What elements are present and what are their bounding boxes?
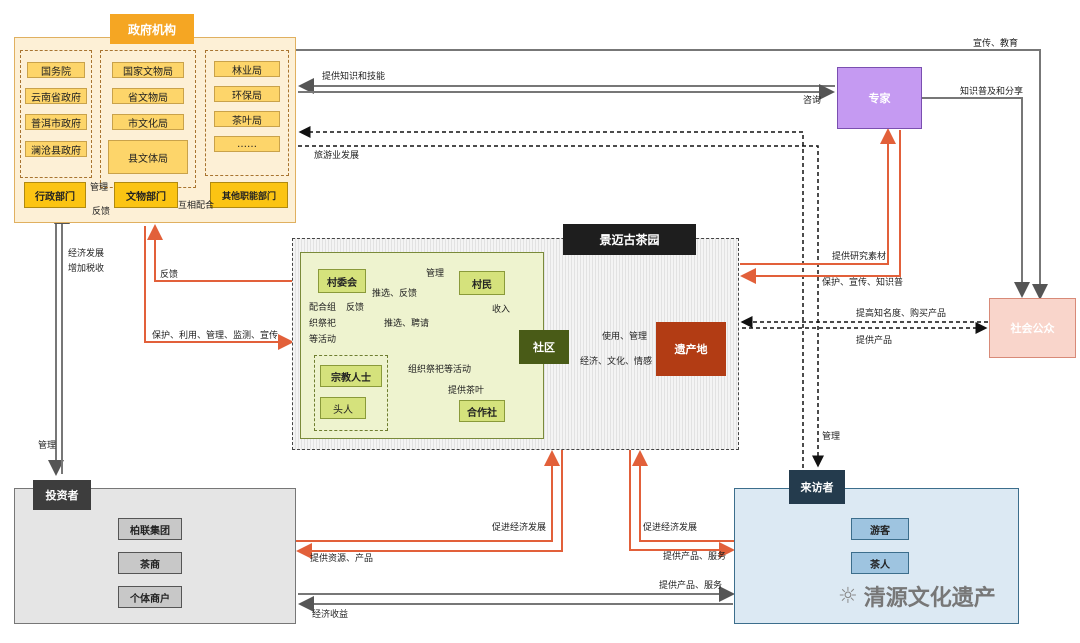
dept-admin: 行政部门 (24, 182, 86, 208)
lbl-provide-products: 提供产品 (856, 336, 893, 346)
watermark: ☼ 清源文化遗产 (838, 580, 996, 612)
edge-share (922, 97, 1030, 298)
dept-other: 其他职能部门 (210, 182, 288, 208)
gov-item-national-relic: 国家文物局 (112, 62, 184, 78)
religious-people: 宗教人士 (320, 365, 382, 387)
gov-lbl-manage: 管理 (90, 183, 109, 193)
lbl-propaganda: 宣传、教育 (973, 39, 1019, 49)
visitor-tea-person: 茶人 (851, 552, 909, 574)
gov-item-environment: 环保局 (214, 86, 280, 102)
watermark-text: 清源文化遗产 (863, 586, 996, 611)
gov-col3 (205, 50, 289, 176)
lbl-research: 提供研究素材 (832, 252, 887, 262)
religious-group (314, 355, 388, 431)
lbl-eco-dev: 经济发展 (68, 249, 105, 259)
dept-relic: 文物部门 (114, 182, 178, 208)
gov-item-puer: 普洱市政府 (25, 114, 87, 130)
lbl-feedback-orange: 反馈 (160, 270, 179, 280)
investor-title: 投资者 (33, 480, 91, 510)
edge-promote-eco-left (296, 450, 560, 542)
gov-title: 政府机构 (110, 14, 194, 44)
edge-visitor-manage (298, 145, 824, 468)
gov-item-city-culture: 市文化局 (112, 114, 184, 130)
lbl-promote-eco-left: 促进经济发展 (492, 523, 547, 533)
lbl-share: 知识普及和分享 (960, 87, 1024, 97)
lbl-consult: 咨询 (803, 96, 822, 106)
lbl-tourism: 旅游业发展 (314, 151, 360, 161)
lbl-eco-culture: 经济、文化、情感 (580, 357, 653, 367)
lbl-fb-inner: 反馈 (346, 303, 365, 313)
edge-protect-promote (740, 130, 901, 284)
lbl-resources: 提供资源、产品 (310, 554, 374, 564)
community-node: 社区 (519, 330, 569, 364)
edge-propaganda (296, 49, 1048, 300)
lbl-cw-recommend: 推选、反馈 (372, 289, 418, 299)
lbl-manage-left: 管理 (38, 441, 57, 451)
lbl-org-2: 织祭祀 (309, 319, 337, 329)
gov-item-state-council: 国务院 (27, 62, 85, 78)
expert-node: 专家 (837, 67, 922, 129)
edge-resources (296, 450, 563, 559)
lbl-cw-manage: 管理 (426, 269, 445, 279)
lbl-use-manage: 使用、管理 (602, 332, 648, 342)
lbl-promote-eco-right: 促进经济发展 (643, 523, 698, 533)
lbl-pd-service-2: 提供产品、服务 (659, 581, 723, 591)
lbl-eco-income: 经济收益 (312, 610, 349, 620)
lbl-supply-tea: 提供茶叶 (448, 386, 485, 396)
heritage-node: 遗产地 (656, 322, 726, 376)
cooperative: 合作社 (459, 400, 505, 422)
edge-tourism (298, 126, 804, 468)
center-title: 景迈古茶园 (563, 224, 696, 255)
investor-bailian: 柏联集团 (118, 518, 182, 540)
headman: 头人 (320, 397, 366, 419)
lbl-tax: 增加税收 (68, 264, 105, 274)
gov-item-tea: 茶叶局 (214, 111, 280, 127)
gov-lbl-cooperate: 互相配合 (178, 201, 215, 211)
gov-col1 (20, 50, 92, 178)
edge-research (740, 128, 896, 265)
lbl-protect-list: 保护、利用、管理、监测、宣传 (152, 331, 279, 341)
edge-promote-eco-right (632, 450, 735, 542)
village-committee: 村委会 (318, 269, 366, 293)
villagers: 村民 (459, 271, 505, 295)
edge-feedback-gov (147, 224, 316, 282)
lbl-org-1: 配合组 (309, 303, 337, 313)
visitor-title: 来访者 (789, 470, 845, 504)
investor-individual: 个体商户 (118, 586, 182, 608)
public-node: 社会公众 (989, 298, 1076, 358)
lbl-protect-promote: 保护、宣传、知识普 (822, 278, 904, 288)
edge-protect-list (144, 226, 294, 350)
lbl-organize: 组织祭祀等活动 (408, 365, 472, 375)
gov-item-lancang: 澜沧县政府 (25, 141, 87, 157)
investor-tea-merchant: 茶商 (118, 552, 182, 574)
gov-item-province-relic: 省文物局 (112, 88, 184, 104)
lbl-knowledge: 提供知识和技能 (322, 72, 386, 82)
lbl-manage-right: 管理 (822, 432, 841, 442)
gov-item-yunnan: 云南省政府 (25, 88, 87, 104)
gov-item-forestry: 林业局 (214, 61, 280, 77)
gov-lbl-feedback: 反馈 (92, 207, 111, 217)
edge-pd-service-visitor (629, 450, 735, 558)
lbl-org-3: 等活动 (309, 335, 337, 345)
visitor-tourist: 游客 (851, 518, 909, 540)
gov-item-ellipsis: …… (214, 136, 280, 152)
gov-item-county-culture: 县文体局 (108, 140, 188, 174)
lbl-pd-service-1: 提供产品、服务 (663, 552, 727, 562)
lbl-income: 收入 (492, 305, 511, 315)
lbl-raise-fame: 提高知名度、购买产品 (856, 309, 947, 319)
lbl-recommend-hire: 推选、聘请 (384, 319, 430, 329)
wechat-icon: ☼ (838, 583, 858, 609)
